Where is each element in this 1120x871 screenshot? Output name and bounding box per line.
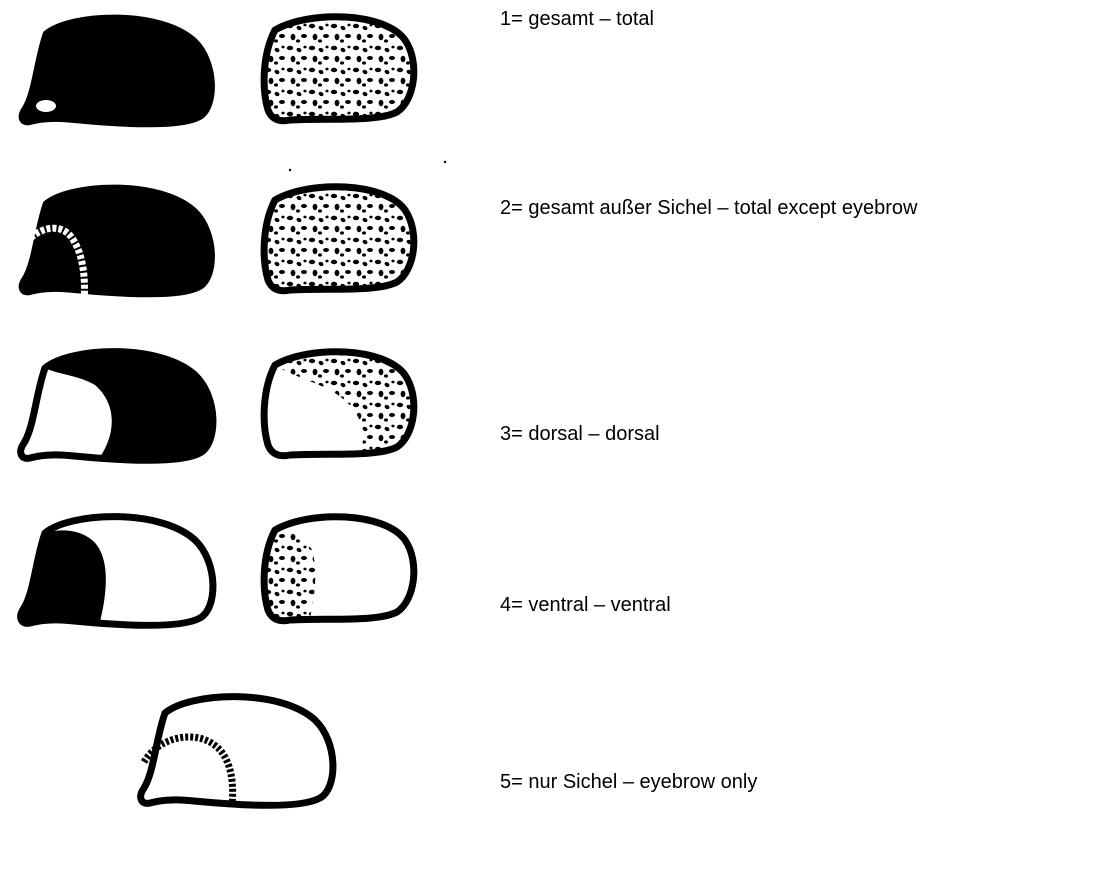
- speck: [444, 161, 446, 163]
- legend-label-ventral: 4= ventral – ventral: [500, 594, 671, 617]
- legend-label-total: 1= gesamt – total: [500, 8, 654, 31]
- legend-label-dorsal: 3= dorsal – dorsal: [500, 423, 660, 446]
- row-2-seeds: [20, 187, 414, 302]
- seed-outline-black-except: [21, 187, 213, 296]
- row-3-seeds: [21, 352, 414, 461]
- row-1-seeds: [21, 17, 414, 126]
- legend-label-eyebrow: 5= nur Sichel – eyebrow only: [500, 771, 757, 794]
- speck: [289, 169, 291, 171]
- row-5-seed: [141, 697, 333, 806]
- seed-speckled-total: [264, 17, 414, 121]
- speck: [204, 79, 206, 81]
- seed-outline-eyebrow: [141, 697, 333, 806]
- row-4-seeds: [21, 517, 414, 626]
- hilum-spot: [36, 100, 56, 112]
- legend-label-except: 2= gesamt außer Sichel – total except ey…: [500, 197, 917, 220]
- seed-speckled-except: [264, 187, 414, 291]
